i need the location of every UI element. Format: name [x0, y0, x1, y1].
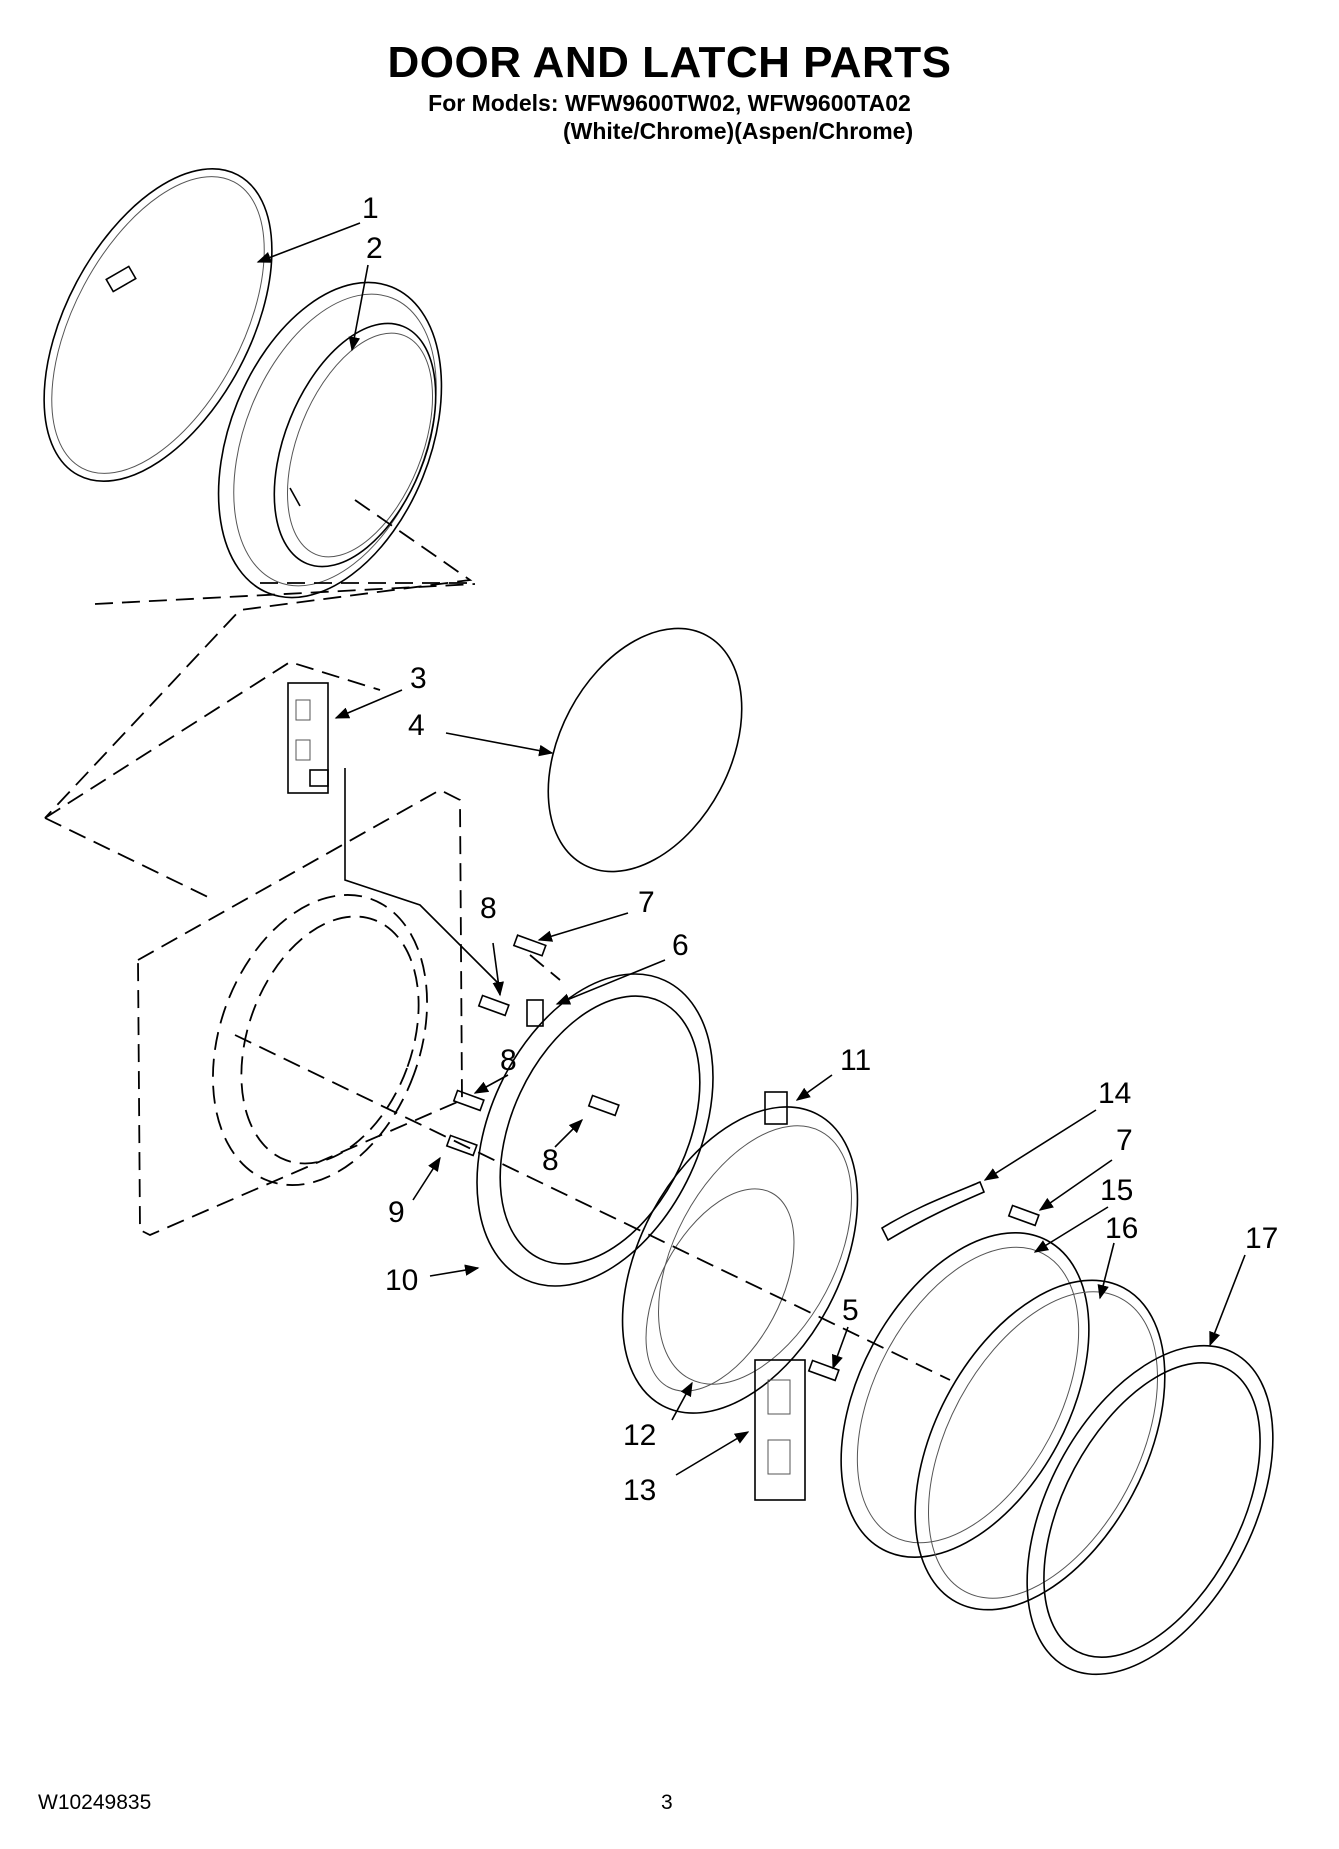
- callout-1: 1: [362, 192, 379, 225]
- callout-11: 11: [840, 1044, 871, 1077]
- callout-3: 3: [410, 662, 427, 695]
- part-door-glass: [621, 1106, 859, 1414]
- part-door-trim: [914, 1279, 1166, 1611]
- part-inner-door-ring: [476, 973, 714, 1287]
- finish-line: (White/Chrome)(Aspen/Chrome): [563, 118, 914, 144]
- alignment-lines: [44, 499, 951, 1381]
- part-outer-door-ring: [1026, 1344, 1274, 1676]
- part-handle: [880, 1180, 986, 1242]
- page-number: 3: [661, 1791, 673, 1814]
- callout-14: 14: [1098, 1077, 1131, 1110]
- callout-15: 15: [1100, 1174, 1133, 1207]
- callout-8c: 8: [542, 1144, 559, 1177]
- callout-16: 16: [1105, 1212, 1138, 1245]
- models-line: For Models: WFW9600TW02, WFW9600TA02: [428, 90, 911, 116]
- part-strike-bracket: [287, 682, 329, 794]
- callout-5: 5: [842, 1294, 859, 1327]
- callout-12: 12: [623, 1419, 656, 1452]
- page-title: DOOR AND LATCH PARTS: [387, 38, 952, 87]
- callout-6: 6: [672, 929, 689, 962]
- part-hinge: [754, 1359, 806, 1501]
- doc-number: W10249835: [38, 1791, 152, 1814]
- callout-9: 9: [388, 1196, 405, 1229]
- callout-4: 4: [408, 709, 425, 742]
- callout-10: 10: [385, 1264, 418, 1297]
- part-handle-clip: [764, 1091, 788, 1125]
- callout-8b: 8: [500, 1044, 517, 1077]
- callout-17: 17: [1245, 1222, 1278, 1255]
- screw-group: [445, 934, 1040, 1382]
- front-panel-outline: [44, 582, 476, 1236]
- leader-arrows: [256, 222, 1246, 1476]
- part-clamp-ring: [43, 168, 273, 482]
- callout-7a: 7: [638, 886, 655, 919]
- callout-8a: 8: [480, 892, 497, 925]
- part-bellow: [217, 281, 443, 599]
- callout-7b: 7: [1116, 1124, 1133, 1157]
- callout-13: 13: [623, 1474, 656, 1507]
- part-glass-seal: [547, 627, 743, 873]
- callout-labels: 1 2 3 4 5 6 7 7 8 8 8 8 9 10 11 12 13 14…: [362, 192, 1278, 1507]
- callout-2: 2: [366, 232, 383, 265]
